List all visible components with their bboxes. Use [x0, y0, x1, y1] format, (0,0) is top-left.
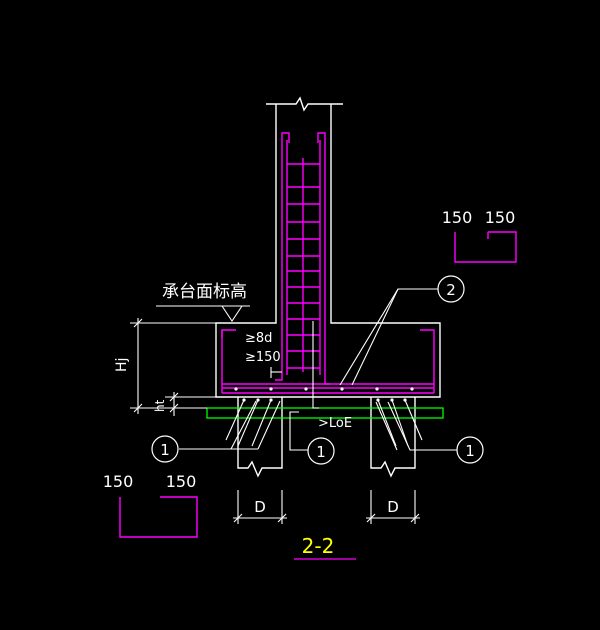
pile-d-dimension-right: [366, 490, 420, 524]
section-title: 2-2: [302, 534, 335, 558]
annotation-lines: [130, 288, 457, 524]
pile-anchor-bars: [225, 399, 423, 447]
anchor-loe-label: >LoE: [318, 416, 352, 431]
column-bar-left: [275, 140, 283, 381]
min-150-label: ≥150: [245, 350, 281, 365]
rebar: [119, 132, 517, 538]
cap-right-side-bar: [420, 329, 435, 393]
column-break-mark: [266, 96, 343, 112]
callout-2-leader: [339, 288, 438, 386]
loe-leader: [312, 321, 319, 409]
callout-2-circle: [437, 275, 465, 303]
column-cap-outline: [215, 104, 441, 398]
stirrup-left-dim-a: 150: [103, 472, 134, 491]
ht-label: ht: [153, 399, 167, 412]
pile-d-dimension-left: [233, 490, 287, 524]
left-pile: [237, 397, 283, 478]
right-pile: [370, 397, 416, 478]
callout-1-mid-leader: [289, 411, 308, 451]
callout-1-number-mid: 1: [316, 443, 326, 461]
concrete-outline: [215, 96, 441, 478]
callout-1-circle-mid: [307, 437, 335, 465]
column-bar-left-top: [281, 132, 290, 143]
stirrup-left-dim-b: 150: [166, 472, 197, 491]
cap-top-elevation-label: 承台面标高: [162, 282, 247, 302]
callout-circles: [151, 275, 484, 465]
callout-1-right-leader: [387, 401, 457, 451]
hj-label: Hj: [114, 358, 130, 372]
pile-d-label-right: D: [387, 498, 399, 516]
column-bar-right-top: [317, 132, 326, 143]
elevation-triangle: [221, 305, 243, 322]
cushion-layer: [206, 407, 444, 419]
callout-1-number-right: 1: [465, 442, 475, 460]
callout-1-circle-right: [456, 436, 484, 464]
column-ties: [287, 158, 320, 372]
callout-1-circle-left: [151, 435, 179, 463]
stirrup-right-dim-b: 150: [485, 208, 516, 227]
callout-1-number-left: 1: [160, 441, 170, 459]
stirrup-detail-right-shape: [454, 231, 517, 263]
callout-2-number: 2: [446, 281, 456, 299]
stirrup-right-dim-a: 150: [442, 208, 473, 227]
column-bar-right: [324, 140, 330, 385]
stirrup-detail-left-shape: [119, 496, 198, 538]
min-8d-label: ≥8d: [245, 331, 272, 346]
rebar-dots: [234, 387, 414, 402]
pile-d-label-left: D: [254, 498, 266, 516]
